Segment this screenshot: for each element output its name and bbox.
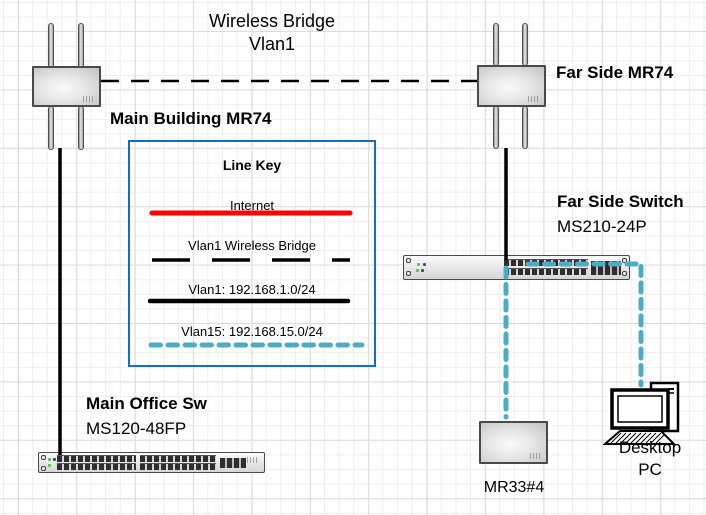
status-led [416, 269, 419, 272]
status-led [417, 263, 420, 266]
far-ap-antenna-icon [493, 23, 499, 66]
status-led [423, 263, 426, 266]
legend-entry-label: Vlan1: 192.168.1.0/24 [188, 282, 316, 297]
far-ap-device-icon [477, 65, 546, 107]
screw-icon [41, 455, 46, 460]
main-ap-antenna-icon [78, 106, 84, 150]
legend-box: Line Key Internet Vlan1 Wireless Bridge … [128, 140, 376, 367]
switch-to-pc-line [525, 261, 644, 388]
mr33-label: MR33#4 [483, 479, 545, 496]
far-switch-name-label: Far Side Switch [557, 192, 684, 211]
cisco-logo-icon [528, 96, 540, 102]
status-led [421, 269, 424, 272]
far-ap-label: Far Side MR74 [556, 63, 674, 82]
status-led [48, 464, 51, 467]
pc-monitor-stand-icon [631, 428, 647, 434]
diagram-title: Wireless Bridge Vlan1 [192, 10, 352, 56]
main-switch-device-icon [38, 452, 265, 473]
legend-entry-label: Vlan1 Wireless Bridge [188, 238, 316, 253]
pc-monitor-icon [610, 388, 670, 430]
sfp-ports [220, 458, 246, 468]
main-switch-name-label: Main Office Sw [86, 394, 207, 413]
cisco-logo-icon [83, 96, 95, 102]
port-row [140, 455, 216, 462]
diagram-title-line2: Vlan1 [248, 34, 296, 54]
main-ap-label: Main Building MR74 [110, 109, 272, 128]
main-ap-antenna-icon [48, 23, 54, 68]
screw-icon [406, 271, 411, 276]
pc-tower-icon [649, 381, 680, 433]
main-ap-antenna-icon [78, 23, 84, 68]
port-row [504, 268, 588, 275]
port-row [504, 259, 588, 266]
screw-icon [622, 258, 627, 263]
screw-icon [406, 258, 411, 263]
legend-entry-label: Vlan15: 192.168.15.0/24 [181, 324, 323, 339]
desktop-pc-label-line1: Desktop [618, 438, 682, 457]
desktop-pc-label: Desktop PC [608, 437, 692, 481]
diagram-title-line1: Wireless Bridge [208, 11, 336, 31]
mr33-device-icon [479, 421, 548, 464]
screw-icon [41, 466, 46, 471]
far-switch-device-icon [403, 255, 630, 280]
status-led [48, 458, 51, 461]
legend-title: Line Key [222, 157, 282, 173]
main-ap-device-icon [32, 66, 101, 107]
desktop-pc-icon [602, 381, 680, 445]
desktop-pc-label-line2: PC [638, 460, 662, 479]
main-ap-antenna-icon [48, 106, 54, 150]
port-row [57, 455, 136, 462]
sfp-ports [591, 261, 621, 275]
port-row [140, 463, 216, 470]
far-ap-antenna-icon [493, 106, 499, 149]
legend-entry-label: Internet [229, 198, 275, 213]
main-switch-model-label: MS120-48FP [86, 419, 187, 438]
far-ap-antenna-icon [522, 23, 528, 66]
pc-screen-icon [617, 395, 663, 423]
status-led [53, 458, 56, 461]
cisco-logo-icon [530, 453, 542, 459]
screw-icon [622, 271, 627, 276]
far-switch-model-label: MS210-24P [557, 217, 647, 236]
cisco-logo-icon [247, 457, 259, 463]
far-ap-antenna-icon [522, 106, 528, 149]
port-row [57, 463, 136, 470]
